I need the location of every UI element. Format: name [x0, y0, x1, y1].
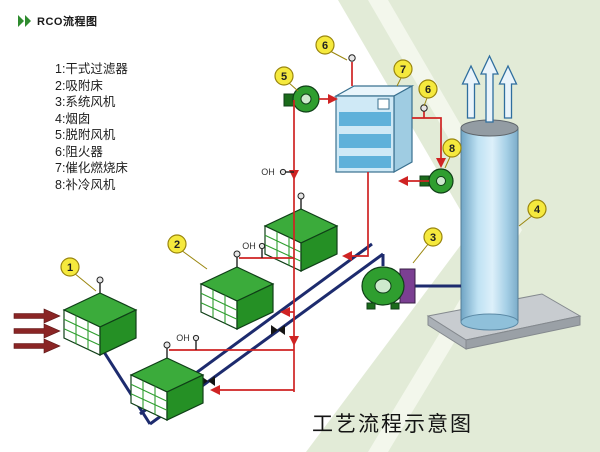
callout-3: 3	[412, 227, 443, 264]
legend-item-4: 4:烟囱	[55, 111, 91, 126]
adsorption-bed-1	[199, 250, 275, 330]
flow-arrow-icon	[280, 307, 290, 317]
diagram-caption: 工艺流程示意图	[312, 413, 473, 436]
callout-number: 7	[400, 64, 406, 76]
inlet-arrow-icon	[13, 338, 61, 354]
header-chevron-icon	[18, 15, 31, 27]
up-arrow-icon	[461, 64, 481, 119]
callout-2: 2	[167, 234, 208, 270]
legend-item-1: 1:干式过滤器	[55, 62, 128, 76]
up-arrow-icon	[479, 54, 500, 123]
legend-item-7: 7:催化燃烧床	[55, 161, 128, 175]
top-valve-icon	[96, 276, 104, 284]
callout-number: 2	[174, 239, 180, 251]
callout-6a: 6	[315, 35, 348, 61]
flow-arrow-icon	[342, 251, 352, 261]
oh-valve-lower: OH	[176, 333, 200, 350]
legend-item-2: 2:吸附床	[55, 78, 103, 93]
inlet-arrow-icon	[13, 323, 61, 339]
callout-7: 7	[393, 59, 413, 87]
flow-arrow-icon	[210, 385, 220, 395]
legend-item-6: 6:阻火器	[55, 144, 103, 159]
callout-6b: 6	[418, 79, 438, 107]
top-valve-icon	[163, 341, 171, 349]
background-chevron	[306, 0, 600, 452]
oh-valve-middle: OH	[242, 241, 266, 258]
callout-number: 8	[449, 143, 455, 155]
legend-item-8: 8:补冷风机	[55, 177, 116, 192]
oh-valve-upper: OH	[261, 167, 294, 177]
inlet-flow-arrows	[13, 308, 61, 354]
catalytic-combustion-unit	[333, 84, 415, 174]
desorption-red-pipes: OH OH OH	[169, 54, 446, 395]
dry-filter-unit	[62, 276, 138, 356]
top-valve-icon	[297, 192, 305, 200]
callout-4: 4	[518, 199, 547, 227]
duct-valve-icon	[271, 325, 285, 335]
flame-arrester-icon	[348, 54, 356, 62]
oh-label: OH	[261, 167, 275, 177]
legend-item-3: 3:系统风机	[55, 95, 116, 109]
callout-1: 1	[60, 257, 97, 292]
callout-number: 4	[534, 204, 541, 216]
oh-label: OH	[176, 333, 190, 343]
chimney	[460, 119, 519, 331]
flow-arrow-icon	[436, 158, 446, 168]
adsorption-bed-2	[263, 192, 339, 272]
up-arrow-icon	[498, 64, 518, 119]
flow-arrow-icon	[289, 336, 299, 346]
flow-arrow-icon	[398, 176, 408, 186]
desorption-fan	[283, 85, 320, 113]
system-fan	[361, 266, 416, 310]
callout-number: 3	[430, 232, 436, 244]
callout-8: 8	[442, 138, 462, 169]
adsorption-bed-3	[129, 341, 205, 421]
top-valve-icon	[233, 250, 241, 258]
flow-arrow-icon	[328, 94, 338, 104]
inlet-arrow-icon	[13, 308, 61, 324]
header: RCO流程图	[18, 13, 97, 29]
callout-number: 1	[67, 262, 73, 274]
oh-label: OH	[242, 241, 256, 251]
exhaust-up-arrows	[461, 54, 518, 123]
callout-5: 5	[274, 66, 299, 92]
callout-number: 6	[425, 84, 431, 96]
page-title: RCO流程图	[37, 16, 98, 28]
legend-item-5: 5:脱附风机	[55, 128, 116, 142]
callout-number: 5	[281, 71, 287, 83]
legend: 1:干式过滤器 2:吸附床 3:系统风机 4:烟囱 5:脱附风机 6:阻火器 7…	[55, 61, 128, 193]
callout-number: 6	[322, 40, 328, 52]
